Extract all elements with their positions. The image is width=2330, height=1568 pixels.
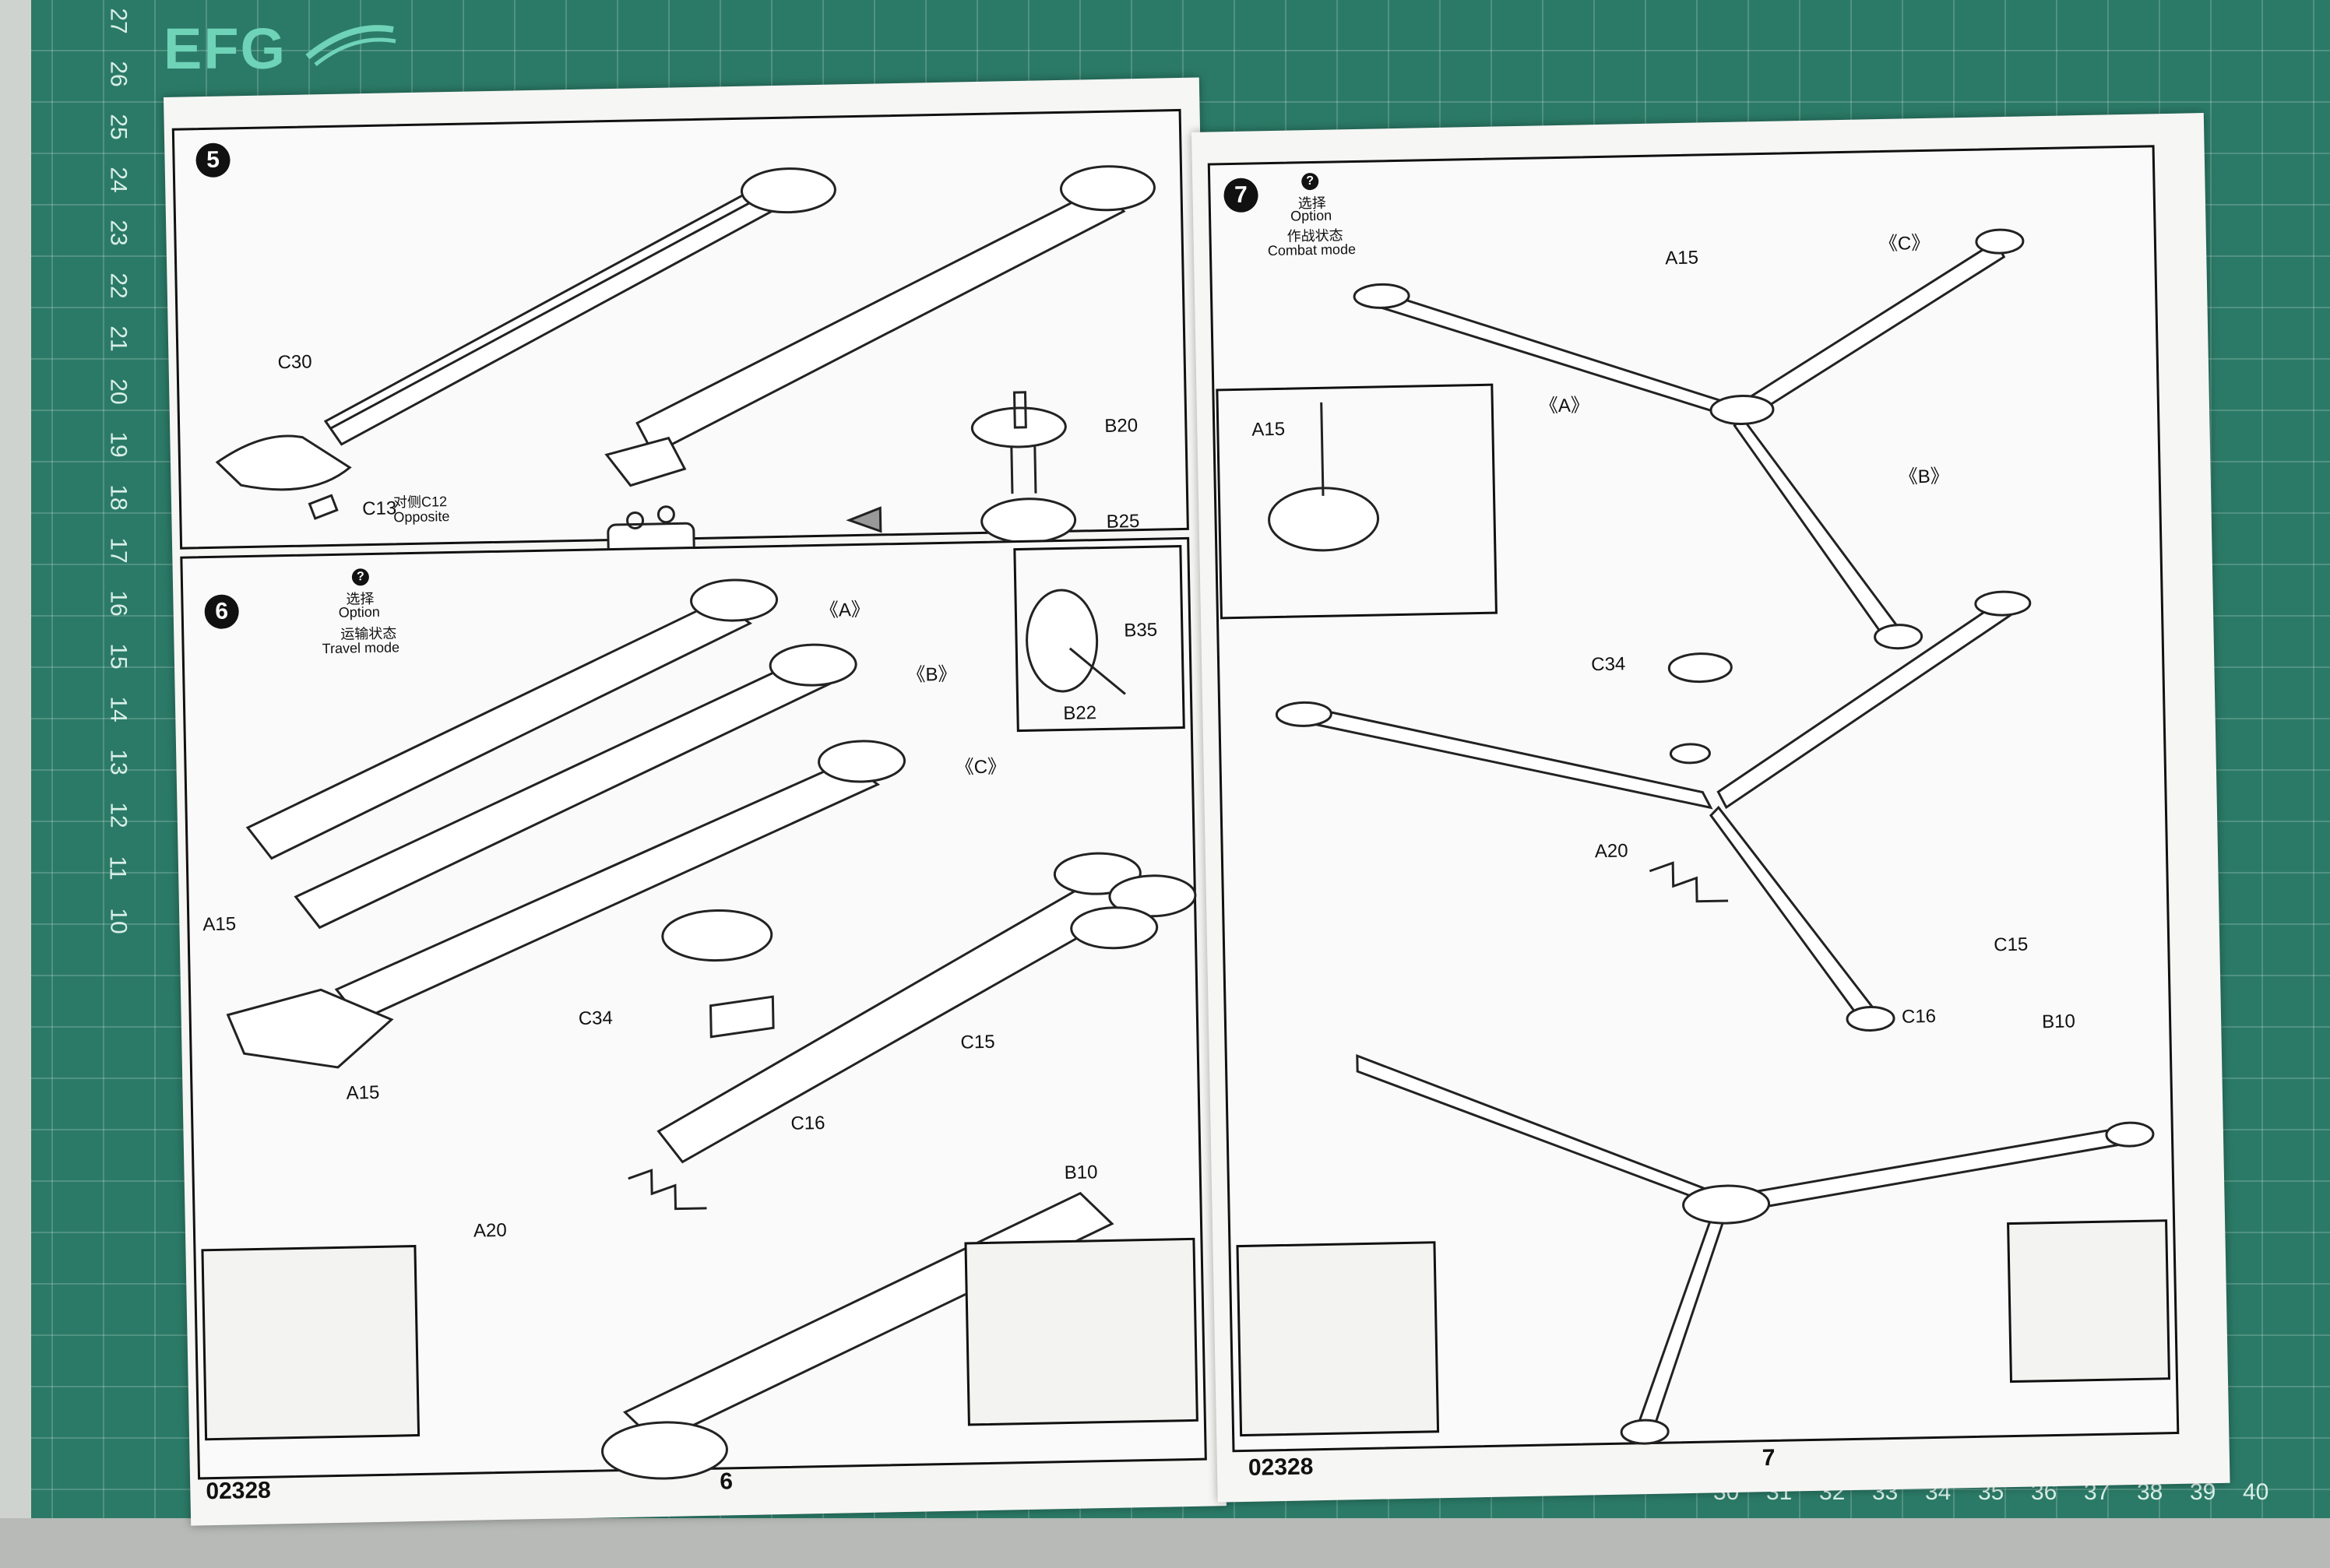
ruler-tick-label: 14 (105, 696, 132, 722)
part-label-a15-top: A15 (202, 913, 237, 936)
brand-swoosh-icon (305, 25, 396, 66)
ruler-tick-label: 11 (104, 856, 131, 881)
part-label-b10: B10 (1064, 1162, 1098, 1184)
ruler-tick-label: 23 (105, 220, 132, 246)
leg-label-b: 《B》 (1899, 466, 1949, 488)
part-label-b35: B35 (1124, 619, 1158, 642)
leg-label-c: 《C》 (1878, 232, 1931, 255)
ruler-tick-label: 26 (105, 61, 132, 87)
ruler-tick-label: 10 (105, 908, 132, 934)
ruler-tick-label: 17 (105, 537, 132, 564)
page-number-left: 6 (719, 1468, 734, 1495)
part-label-a15-inset: A15 (1251, 418, 1286, 441)
table-surface (0, 1518, 2330, 1568)
part-label-c15: C15 (1993, 933, 2029, 956)
mat-edge (0, 0, 117, 1568)
part-label-c34: C34 (578, 1007, 614, 1029)
part-label-a15-bottom: A15 (346, 1081, 380, 1104)
ruler-tick-label: 40 (2243, 1479, 2269, 1505)
ruler-tick-label: 22 (105, 272, 132, 299)
ruler-tick-label: 18 (105, 484, 132, 511)
ruler-tick-label: 24 (105, 167, 132, 193)
ruler-tick-label: 12 (105, 802, 132, 828)
part-label-c16: C16 (790, 1112, 825, 1134)
part-label-b22: B22 (1063, 702, 1097, 724)
ruler-tick-label: 27 (105, 8, 132, 34)
ruler-tick-label: 20 (105, 378, 132, 405)
ruler-tick-label: 16 (105, 590, 132, 617)
detail-inset-left (1236, 1241, 1440, 1437)
part-label-c15: C15 (960, 1031, 995, 1053)
part-label-a20: A20 (1594, 840, 1628, 863)
detail-inset-left (201, 1245, 421, 1441)
leg-label-c: 《C》 (955, 756, 1007, 779)
page-code-left: 02328 (206, 1477, 272, 1505)
detail-inset-right (964, 1237, 1198, 1426)
leg-label-a: 《A》 (1539, 395, 1590, 417)
mat-ruler-left: 27 26 25 24 23 22 21 20 19 18 17 16 15 14 13 12 11 10 (74, 0, 132, 1012)
step-5-drawing (215, 165, 1156, 573)
page-code-right: 02328 (1248, 1454, 1314, 1481)
ruler-tick-label: 19 (105, 431, 132, 458)
ruler-tick-label: 21 (105, 325, 132, 352)
leg-label-b: 《B》 (906, 663, 957, 686)
ruler-tick-label: 25 (105, 114, 132, 140)
ruler-tick-label: 13 (105, 749, 132, 775)
part-label-a15-top: A15 (1664, 247, 1699, 269)
part-label-a20: A20 (473, 1219, 507, 1242)
instruction-page-right: 7 ? 选择 Option 作战状态 Combat mode (1191, 113, 2230, 1503)
step-7-drawing (1268, 228, 2155, 1445)
instruction-page-left: 5 C30 C13 对侧C12 (164, 77, 1227, 1526)
leg-label-a: 《A》 (819, 599, 871, 621)
part-label-c34: C34 (1590, 653, 1626, 676)
part-label-c16: C16 (1901, 1005, 1937, 1028)
part-label-b10: B10 (2041, 1011, 2076, 1033)
page-number-right: 7 (1762, 1444, 1776, 1471)
detail-inset-right (2007, 1219, 2170, 1383)
mat-brand: EFG (164, 16, 287, 81)
ruler-tick-label: 15 (105, 643, 132, 670)
